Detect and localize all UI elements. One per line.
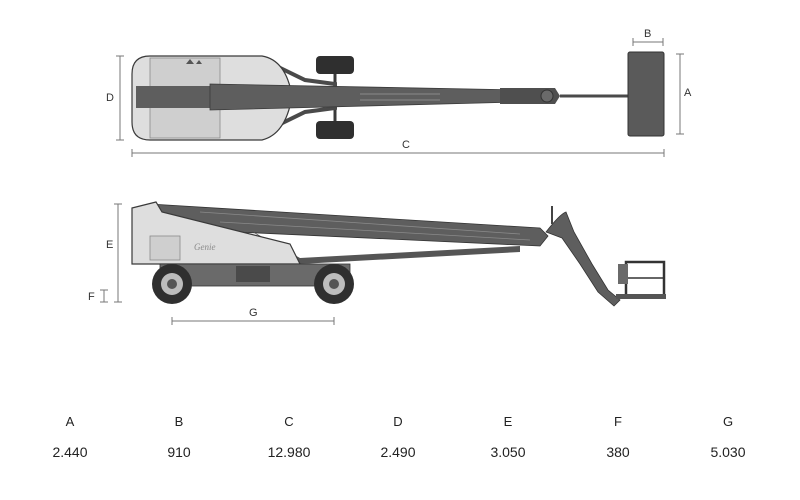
dimension-label-f: F bbox=[88, 291, 95, 303]
spec-value: 2.440 bbox=[52, 444, 88, 460]
dimension-label-c: C bbox=[402, 139, 410, 151]
spec-key: B bbox=[174, 414, 184, 429]
dimension-e bbox=[114, 203, 122, 303]
spec-key: D bbox=[393, 414, 403, 429]
top-view-platform bbox=[627, 51, 665, 137]
spec-column-g: G 5.030 bbox=[683, 412, 773, 462]
brand-mark: Genie bbox=[194, 242, 216, 252]
side-view-basket bbox=[624, 260, 666, 298]
spec-value: 12.980 bbox=[267, 444, 311, 460]
dimension-label-b: B bbox=[644, 28, 651, 40]
dimension-a bbox=[676, 53, 684, 135]
spec-value: 2.490 bbox=[380, 444, 416, 460]
dimension-c bbox=[131, 149, 665, 157]
dimension-label-d: D bbox=[106, 92, 114, 104]
spec-column-a: A 2.440 bbox=[25, 412, 115, 462]
dimension-label-e: E bbox=[106, 239, 113, 251]
dimension-b bbox=[632, 38, 664, 46]
spec-key: G bbox=[722, 414, 734, 429]
spec-column-f: F 380 bbox=[573, 412, 663, 462]
spec-column-b: B 910 bbox=[134, 412, 224, 462]
spec-value: 910 bbox=[167, 444, 191, 460]
spec-column-d: D 2.490 bbox=[353, 412, 443, 462]
spec-value: 380 bbox=[606, 444, 630, 460]
dimension-f bbox=[100, 289, 108, 303]
spec-value: 5.030 bbox=[710, 444, 746, 460]
top-view-boom-base bbox=[136, 86, 216, 108]
spec-column-e: E 3.050 bbox=[463, 412, 553, 462]
spec-key: E bbox=[503, 414, 513, 429]
top-view-boom bbox=[209, 83, 521, 111]
dimension-d bbox=[116, 55, 124, 141]
technical-drawing: D A B C bbox=[88, 28, 692, 325]
side-view-rear-wheel bbox=[152, 264, 192, 304]
top-view: D A B C bbox=[106, 28, 692, 157]
dimension-label-a: A bbox=[684, 87, 692, 99]
side-view: Genie E F bbox=[88, 201, 666, 325]
spec-key: C bbox=[284, 414, 294, 429]
dimension-g bbox=[171, 317, 335, 325]
spec-column-c: C 12.980 bbox=[244, 412, 334, 462]
side-view-jib bbox=[545, 211, 621, 307]
top-view-front-wheel bbox=[316, 56, 354, 74]
side-view-front-wheel bbox=[314, 264, 354, 304]
dimension-label-g: G bbox=[249, 307, 258, 319]
spec-value: 3.050 bbox=[490, 444, 526, 460]
spec-key: A bbox=[65, 414, 75, 429]
spec-key: F bbox=[614, 414, 622, 429]
top-view-front-wheel-2 bbox=[316, 121, 354, 139]
spec-table: A 2.440 B 910 C 12.980 D 2.490 E 3.050 F… bbox=[0, 412, 800, 472]
